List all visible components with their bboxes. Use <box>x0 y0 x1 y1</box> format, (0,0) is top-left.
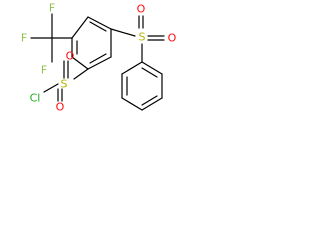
bond-ring-a-inner-1 <box>89 21 107 32</box>
atom-s-sulfonyl-chloride: S <box>61 78 68 91</box>
atom-s-sulfone: S <box>139 31 146 44</box>
bond-ring-a-5 <box>71 56 89 70</box>
bond-ring-b-1 <box>121 61 143 75</box>
atom-f-top: F <box>49 2 55 15</box>
atom-o-sulfone-left: O <box>137 3 146 16</box>
ring-b-bonds <box>121 61 163 111</box>
chemical-structure-diagram: F F F S O O Cl S O O <box>21 2 177 114</box>
sulfonyl-chloride-group: S O O Cl <box>30 50 89 114</box>
bond-ring-b-inner-2 <box>141 95 158 106</box>
atom-f-left: F <box>21 32 27 45</box>
bond-ring-b-3 <box>121 97 143 111</box>
bond-ring-a-2 <box>87 16 112 30</box>
atom-o-sulfonyl-chloride-bottom: O <box>56 101 65 114</box>
bond-ring-a-inner-2 <box>89 53 107 64</box>
bond-ring-to-s-chloride <box>73 68 89 80</box>
atom-o-sulfone-right: O <box>168 32 177 45</box>
bond-s-cl <box>43 83 59 93</box>
bond-ring-a-4 <box>87 56 112 70</box>
bond-ring-b-inner-3 <box>141 67 158 78</box>
bond-ring-b-6 <box>141 61 163 75</box>
atom-f-bottom: F <box>41 64 47 77</box>
ring-a-bonds <box>71 16 112 70</box>
phenylsulfonyl-group: S O O <box>110 3 177 63</box>
trifluoromethyl-group: F F F <box>21 2 73 77</box>
atom-o-sulfonyl-chloride-top: O <box>66 50 75 63</box>
bond-ring-b-4 <box>141 97 163 111</box>
bond-ring-to-s-sulfone <box>110 28 136 37</box>
atom-cl: Cl <box>30 92 41 105</box>
bond-ring-a-1 <box>71 16 89 39</box>
